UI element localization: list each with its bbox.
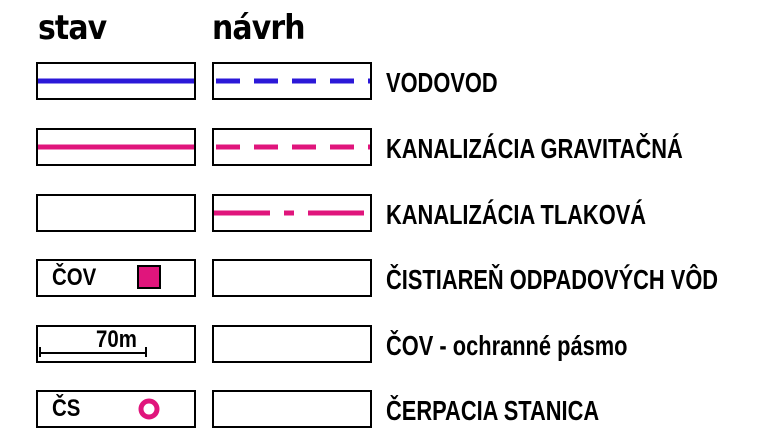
cov-pasmo-existing-symbol: 70m [36,325,196,363]
header-navrh: návrh [212,8,306,48]
dashed-magenta-line-icon [216,144,370,150]
header-stav: stav [38,8,107,48]
label-kanalizacia-tlakova: KANALIZÁCIA TLAKOVÁ [386,199,647,230]
dash-dot-magenta-line-icon [214,210,370,216]
cov-pasmo-proposed-symbol [212,325,372,363]
label-cov-pasmo: ČOV - ochranné pásmo [386,330,628,361]
kanalizacia-tlakova-proposed-symbol [212,194,372,232]
label-kanalizacia-gravitacna: KANALIZÁCIA GRAVITAČNÁ [386,133,683,164]
cov-existing-symbol: ČOV [36,259,196,297]
label-cistiaren: ČISTIAREŇ ODPADOVÝCH VÔD [386,264,719,295]
cs-proposed-symbol [212,390,372,428]
cov-proposed-symbol [212,259,372,297]
magenta-ring-icon [138,398,160,420]
vodovod-existing-symbol [36,62,196,100]
kanalizacia-tlakova-existing-symbol [36,194,196,232]
scale-bar-text: 70m [96,326,137,353]
solid-magenta-line-icon [38,144,194,150]
vodovod-proposed-symbol [212,62,372,100]
cs-existing-symbol: ČS [36,390,196,428]
kanalizacia-gravitacna-existing-symbol [36,128,196,166]
label-cerpacia-stanica: ČERPACIA STANICA [386,395,600,426]
cov-symbol-text: ČOV [52,264,97,291]
scale-bar-icon [39,347,147,357]
cs-symbol-text: ČS [52,395,81,422]
solid-blue-line-icon [38,78,194,84]
label-vodovod: VODOVOD [386,67,498,98]
magenta-square-icon [137,265,161,289]
kanalizacia-gravitacna-proposed-symbol [212,128,372,166]
dashed-blue-line-icon [216,78,370,84]
